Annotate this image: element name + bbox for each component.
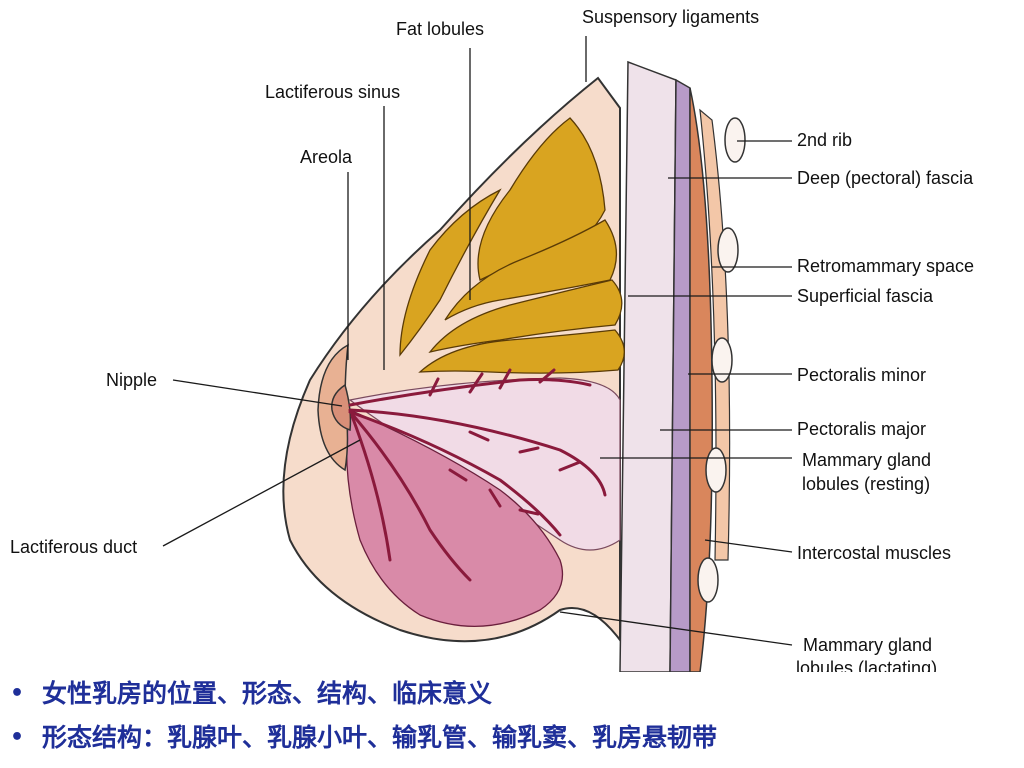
label-lactiferous-sinus: Lactiferous sinus [265,82,400,102]
bullet-item: • 女性乳房的位置、形态、结构、临床意义 [10,672,717,716]
label-fat-lobules: Fat lobules [396,19,484,39]
bullet-list: • 女性乳房的位置、形态、结构、临床意义 • 形态结构：乳腺叶、乳腺小叶、输乳管… [10,672,717,760]
label-deep-pectoral-fascia: Deep (pectoral) fascia [797,168,974,188]
bullet-text: 女性乳房的位置、形态、结构、临床意义 [42,679,493,708]
label-mammary-lactating-line1: Mammary gland [803,635,932,655]
label-areola: Areola [300,147,353,167]
label-retromammary-space: Retromammary space [797,256,974,276]
label-pectoralis-major: Pectoralis major [797,419,926,439]
leader-lines [162,36,793,646]
label-superficial-fascia: Superficial fascia [797,286,934,306]
bullet-item: • 形态结构：乳腺叶、乳腺小叶、输乳管、输乳窦、乳房悬韧带 [10,716,717,760]
label-lactiferous-duct: Lactiferous duct [10,537,137,557]
label-mammary-resting-line1: Mammary gland [802,450,931,470]
label-second-rib: 2nd rib [797,130,852,150]
label-suspensory-ligaments: Suspensory ligaments [582,7,759,27]
label-nipple: Nipple [106,370,157,390]
label-pectoralis-minor: Pectoralis minor [797,365,926,385]
bullet-text: 形态结构：乳腺叶、乳腺小叶、输乳管、输乳窦、乳房悬韧带 [42,723,718,752]
bullet-dot-icon: • [10,725,25,750]
label-mammary-resting-line2: lobules (resting) [802,474,930,494]
ducts-group [348,368,607,582]
fat-lobules-group [399,117,625,374]
chest-wall [619,60,746,672]
breast-anatomy-diagram: Fat lobules Suspensory ligaments Lactife… [10,7,974,672]
lactating-lobules-zone [346,409,564,627]
bullet-dot-icon: • [10,681,25,706]
label-mammary-lactating-line2: lobules (lactating) [796,658,937,672]
label-intercostal-muscles: Intercostal muscles [797,543,951,563]
